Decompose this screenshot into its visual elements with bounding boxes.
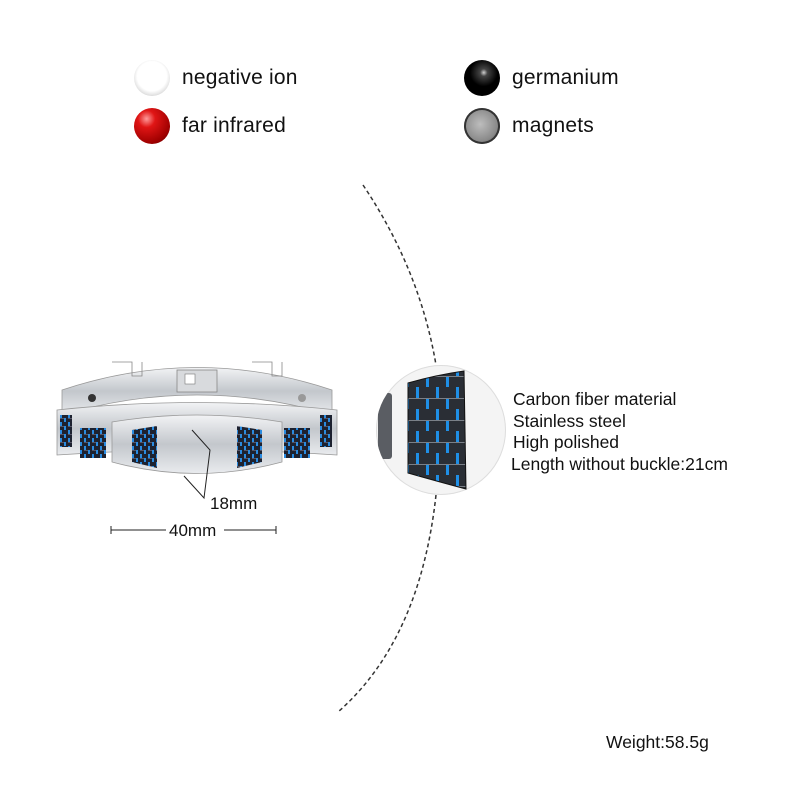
- legend-label: magnets: [512, 114, 594, 137]
- germanium-icon: [464, 60, 500, 96]
- spec-length: Length without buckle:21cm: [511, 453, 728, 474]
- legend-label: germanium: [512, 66, 619, 89]
- legend-item-negative-ion: negative ion: [134, 58, 298, 98]
- legend-label: far infrared: [182, 114, 286, 137]
- far-infrared-icon: [134, 108, 170, 144]
- height-dimension-label: 18mm: [210, 494, 258, 513]
- legend-label: negative ion: [182, 66, 298, 89]
- spec-list: Carbon fiber material Stainless steel Hi…: [511, 389, 728, 475]
- bracelet-image: [56, 361, 338, 500]
- spec-finish: High polished: [513, 432, 620, 452]
- width-dimension-label: 40mm: [169, 521, 217, 540]
- carbon-fiber-detail-image: [376, 365, 506, 495]
- width-dimension-line: [110, 526, 277, 534]
- weight-label: Weight:58.5g: [606, 732, 709, 752]
- legend-item-germanium: germanium: [464, 58, 619, 98]
- spec-material: Carbon fiber material: [513, 389, 677, 409]
- magnets-icon: [464, 108, 500, 144]
- negative-ion-icon: [134, 60, 170, 96]
- legend-item-far-infrared: far infrared: [134, 106, 286, 146]
- legend-item-magnets: magnets: [464, 106, 594, 146]
- spec-steel: Stainless steel: [513, 410, 626, 431]
